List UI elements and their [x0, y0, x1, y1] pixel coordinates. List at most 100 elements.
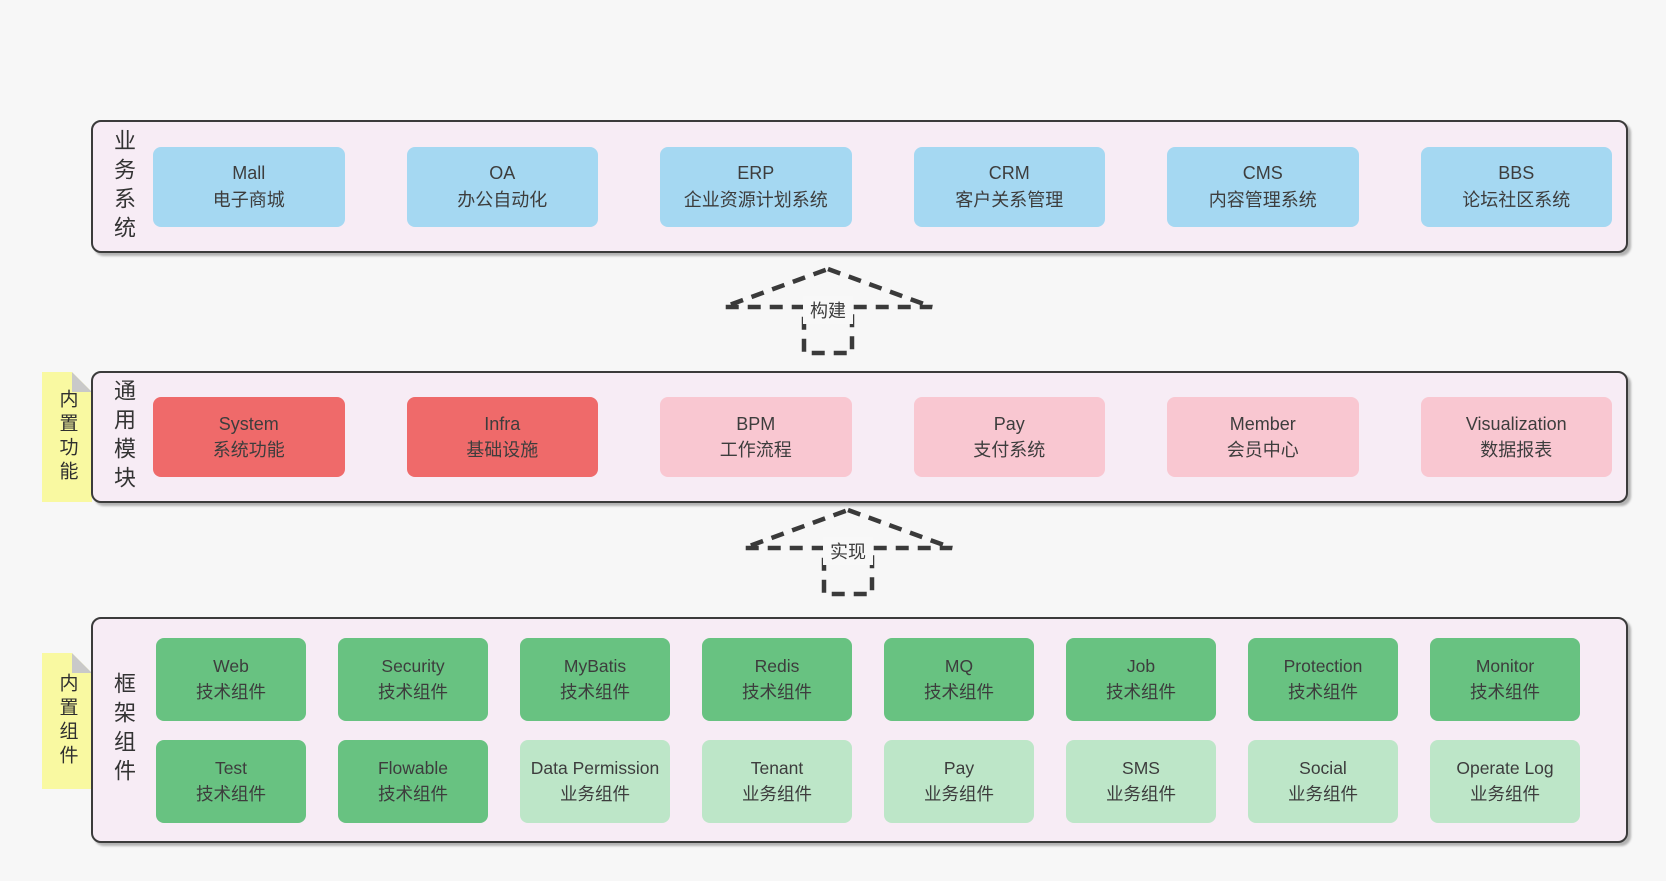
box-title: SMS	[1122, 758, 1160, 779]
box-title: Job	[1126, 656, 1156, 677]
arrow-build-up: 构建	[718, 263, 938, 359]
box-title: Social	[1299, 758, 1347, 779]
box-subtitle: 技术组件	[378, 681, 448, 702]
box-title: Test	[214, 758, 248, 779]
arrow-implement-up: 实现	[738, 504, 958, 600]
arrow-build-label: 构建	[803, 296, 853, 324]
box-subtitle: 技术组件	[196, 681, 266, 702]
box-pay: Pay 支付系统	[913, 397, 1105, 477]
box-subtitle: 系统功能	[212, 440, 285, 460]
box-title: CRM	[988, 163, 1030, 184]
box-title: BBS	[1498, 163, 1535, 184]
box-title: System	[218, 413, 279, 434]
box-subtitle: 内容管理系统	[1208, 189, 1317, 210]
box-subtitle: 数据报表	[1480, 440, 1553, 460]
box-operate-log: Operate Log 业务组件	[1430, 740, 1580, 823]
box-subtitle: 会员中心	[1226, 440, 1299, 460]
box-title: Visualization	[1465, 413, 1567, 434]
box-monitor: Monitor 技术组件	[1430, 638, 1580, 721]
box-title: Data Permission	[530, 758, 660, 779]
box-subtitle: 业务组件	[560, 783, 630, 804]
box-title: MyBatis	[563, 656, 627, 677]
box-subtitle: 技术组件	[1106, 681, 1176, 702]
sticky-note-builtin-components: 内置组件	[42, 653, 92, 789]
box-system: System 系统功能	[153, 397, 345, 477]
dashed-up-arrow-icon	[743, 507, 953, 597]
sticky-fold-corner	[72, 372, 92, 392]
box-subtitle: 企业资源计划系统	[683, 189, 828, 210]
box-title: Monitor	[1475, 656, 1535, 677]
box-subtitle: 业务组件	[742, 783, 812, 804]
box-subtitle: 业务组件	[1106, 783, 1176, 804]
box-title: ERP	[737, 163, 775, 184]
box-subtitle: 技术组件	[1470, 681, 1540, 702]
box-title: Mall	[232, 163, 266, 184]
box-security: Security 技术组件	[338, 638, 488, 721]
box-title: Tenant	[750, 758, 804, 779]
box-mall: Mall 电子商城	[153, 146, 345, 227]
box-mq: MQ 技术组件	[884, 638, 1034, 721]
box-crm: CRM 客户关系管理	[913, 146, 1105, 227]
box-subtitle: 客户关系管理	[955, 189, 1064, 210]
dashed-up-arrow-icon	[723, 266, 933, 356]
box-tenant: Tenant 业务组件	[702, 740, 852, 823]
box-subtitle: 技术组件	[924, 681, 994, 702]
business-systems-box-row: Mall 电子商城 OA 办公自动化 ERP 企业资源计划系统 CRM 客户关系管理 CMS 内容…	[153, 122, 1612, 251]
box-title: OA	[489, 163, 516, 184]
box-protection: Protection 技术组件	[1248, 638, 1398, 721]
box-visualization: Visualization 数据报表	[1420, 397, 1612, 477]
box-title: Flowable	[377, 758, 449, 779]
box-title: Operate Log	[1456, 758, 1554, 779]
layer-business-systems: 业务系统 Mall 电子商城 OA 办公自动化 ERP 企业资源计划系统 CRM 客户关系管理…	[91, 120, 1628, 253]
box-subtitle: 技术组件	[1288, 681, 1358, 702]
box-subtitle: 工作流程	[719, 440, 792, 460]
box-subtitle: 技术组件	[560, 681, 630, 702]
sticky-fold-corner	[72, 653, 92, 673]
arrow-implement-label: 实现	[823, 537, 873, 565]
box-mybatis: MyBatis 技术组件	[520, 638, 670, 721]
box-bbs: BBS 论坛社区系统	[1420, 146, 1612, 227]
box-subtitle: 支付系统	[973, 440, 1046, 460]
box-bpm: BPM 工作流程	[660, 397, 852, 477]
box-title: Member	[1229, 413, 1296, 434]
sticky-note-label: 内置功能	[56, 389, 78, 485]
box-subtitle: 技术组件	[742, 681, 812, 702]
box-title: MQ	[944, 656, 974, 677]
box-title: Protection	[1283, 656, 1363, 677]
box-data-permission: Data Permission 业务组件	[520, 740, 670, 823]
box-title: Redis	[754, 656, 800, 677]
layer-label-business-systems: 业务系统	[111, 128, 136, 245]
box-social: Social 业务组件	[1248, 740, 1398, 823]
layer-label-framework-components: 框架组件	[111, 672, 136, 788]
layer-label-common-modules: 通用模块	[111, 379, 136, 495]
box-title: Infra	[484, 413, 521, 434]
box-title: Security	[381, 656, 445, 677]
box-subtitle: 业务组件	[1470, 783, 1540, 804]
box-title: BPM	[736, 413, 776, 434]
box-title: Pay	[993, 413, 1025, 434]
box-subtitle: 业务组件	[1288, 783, 1358, 804]
box-title: Pay	[943, 758, 975, 779]
box-sms: SMS 业务组件	[1066, 740, 1216, 823]
box-subtitle: 电子商城	[212, 189, 285, 210]
sticky-note-builtin-features: 内置功能	[42, 372, 92, 502]
box-erp: ERP 企业资源计划系统	[660, 146, 852, 227]
box-cms: CMS 内容管理系统	[1167, 146, 1359, 227]
box-redis: Redis 技术组件	[702, 638, 852, 721]
box-member: Member 会员中心	[1167, 397, 1359, 477]
box-subtitle: 论坛社区系统	[1462, 189, 1571, 210]
sticky-note-label: 内置组件	[56, 673, 78, 769]
box-subtitle: 办公自动化	[457, 189, 548, 210]
box-title: CMS	[1242, 163, 1283, 184]
